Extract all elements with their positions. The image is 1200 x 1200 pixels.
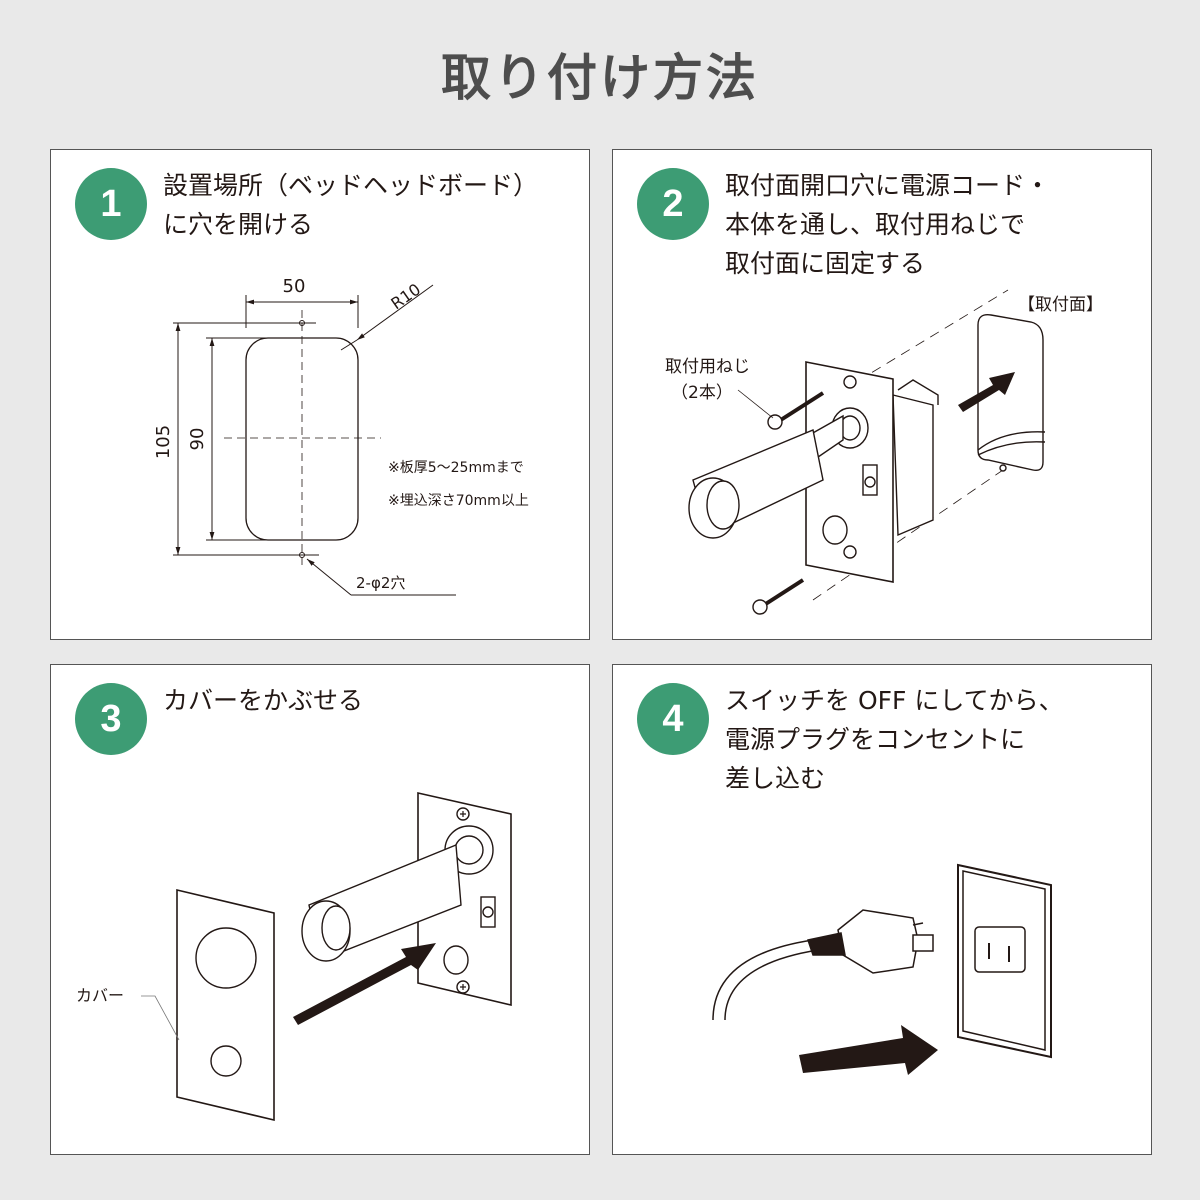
embed-depth-note: ※埋込深さ70mm以上	[388, 493, 529, 509]
step-instruction: スイッチを OFF にしてから、 電源プラグをコンセントに 差し込む	[725, 681, 1064, 798]
step-instruction-line: 取付面開口穴に電源コード・	[725, 171, 1051, 200]
screw-count-label: （2本）	[671, 383, 733, 403]
cover-large-hole	[195, 927, 257, 989]
step-instruction-line: 本体を通し、取付用ねじで	[725, 210, 1026, 239]
step-number-badge: 3	[75, 683, 147, 755]
step-instruction-line: 設置場所（ベッドヘッドボード）	[163, 171, 539, 200]
direction-arrow	[799, 1025, 938, 1075]
radius-dimension-label: R10	[387, 280, 424, 314]
step-4-panel: 4 スイッチを OFF にしてから、 電源プラグをコンセントに 差し込む	[612, 664, 1152, 1155]
screw-head-top	[767, 414, 783, 430]
step-number-badge: 1	[75, 168, 147, 240]
direction-arrow	[293, 943, 436, 1025]
mounting-surface	[977, 314, 1044, 472]
plug-illustration	[712, 863, 1052, 1075]
step-1-panel: 1 設置場所（ベッドヘッドボード） に穴を開ける	[50, 149, 590, 640]
screw-head-bottom	[752, 599, 768, 615]
step-3-panel: 3 カバーをかぶせる カバー	[50, 664, 590, 1155]
step-instruction-line: スイッチを OFF にしてから、	[725, 686, 1064, 715]
step-instruction-line: 電源プラグをコンセントに	[725, 725, 1026, 754]
mounting-surface-label: 【取付面】	[1018, 295, 1103, 315]
step-instruction-line: 差し込む	[725, 764, 826, 793]
hole-spec-label: 2-φ2穴	[356, 574, 405, 592]
outlet-socket	[974, 926, 1026, 973]
inner-height-dimension-label: 90	[187, 428, 208, 451]
step-instruction-line: に穴を開ける	[163, 210, 314, 239]
switch-body-box	[892, 394, 934, 537]
step-number-badge: 2	[637, 168, 709, 240]
step-instruction: カバーをかぶせる	[163, 681, 363, 720]
cover-label: カバー	[76, 986, 124, 1005]
width-dimension-label: 50	[283, 276, 306, 297]
direction-arrow	[958, 372, 1015, 412]
step-instruction: 設置場所（ベッドヘッドボード） に穴を開ける	[163, 166, 538, 244]
cover-plate	[176, 888, 275, 1122]
screw-label: 取付用ねじ	[665, 357, 750, 377]
step-instruction-line: カバーをかぶせる	[163, 686, 364, 715]
cover-illustration: カバー	[76, 791, 512, 1122]
page-title: 取り付け方法	[441, 49, 759, 107]
power-cord	[712, 939, 814, 1021]
power-plug	[837, 909, 919, 974]
step-2-panel: 2 取付面開口穴に電源コード・ 本体を通し、取付用ねじで 取付面に固定する	[612, 149, 1152, 640]
board-thickness-note: ※板厚5～25mmまで	[388, 460, 524, 476]
step-instruction: 取付面開口穴に電源コード・ 本体を通し、取付用ねじで 取付面に固定する	[725, 166, 1050, 283]
mounting-illustration: 取付用ねじ （2本） 【取付面】	[665, 289, 1103, 615]
cover-small-hole	[210, 1045, 242, 1077]
step-instruction-line: 取付面に固定する	[725, 249, 926, 278]
step-number-badge: 4	[637, 683, 709, 755]
cutout-dimension-drawing: 50 R10 105 90 2-φ2穴 ※板厚5～25mmまで ※埋込深さ70m…	[153, 276, 529, 596]
outer-height-dimension-label: 105	[153, 425, 174, 459]
